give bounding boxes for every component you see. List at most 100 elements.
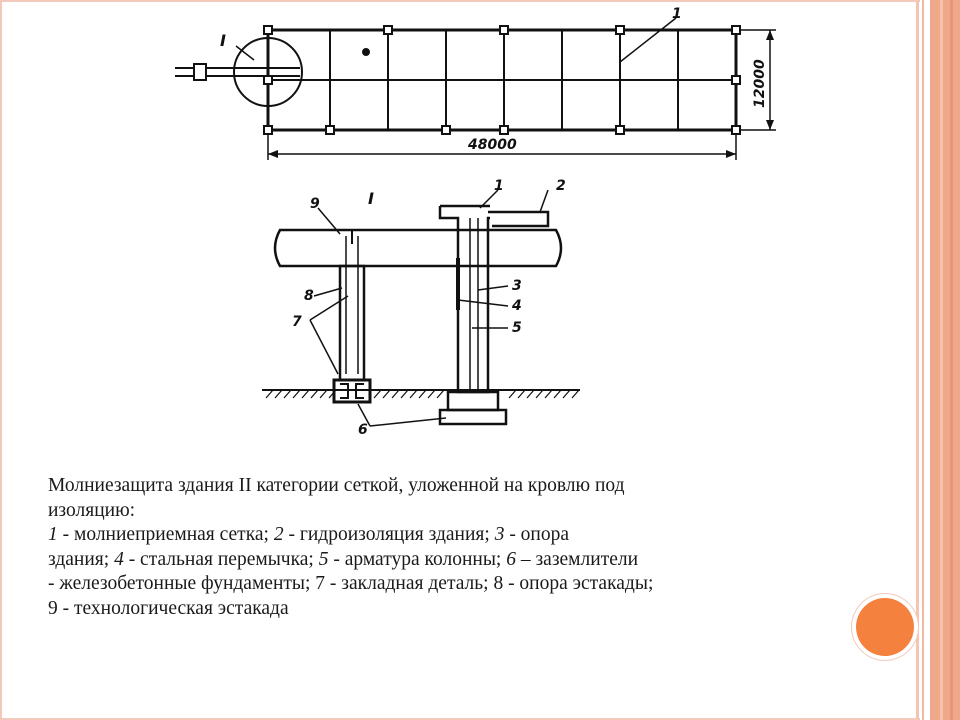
leader-line bbox=[313, 287, 343, 297]
hatch-stroke bbox=[382, 389, 391, 399]
legend-text: - гидроизоляция здания; bbox=[283, 524, 495, 545]
hatch-stroke bbox=[418, 389, 427, 399]
legend-number: 4 bbox=[114, 548, 124, 570]
figure-caption: Молниезащита здания II категории сеткой,… bbox=[48, 474, 898, 621]
stripe bbox=[940, 0, 943, 720]
waterproofing bbox=[488, 210, 550, 228]
ground-hatching bbox=[265, 389, 580, 399]
leader-line bbox=[619, 17, 677, 63]
building-support bbox=[438, 204, 490, 394]
legend-number: 3 bbox=[494, 524, 505, 545]
mesh-node bbox=[731, 75, 741, 85]
hatch-stroke bbox=[544, 389, 553, 399]
lightning-protection-diagram: I 1 48000 12000 bbox=[175, 6, 776, 438]
caption-line: 9 - технологическая эстакада bbox=[48, 597, 289, 619]
mesh-mark bbox=[362, 48, 370, 56]
legend-number: 6 bbox=[506, 548, 516, 570]
hatch-stroke bbox=[427, 389, 436, 399]
leader-line bbox=[477, 285, 509, 291]
stripe bbox=[930, 0, 960, 720]
legend-text: - молниеприемная сетка; bbox=[57, 524, 274, 545]
legend-number: 5 bbox=[318, 548, 329, 570]
callout-2: 2 bbox=[556, 178, 566, 194]
legend-number: 2 bbox=[273, 524, 284, 545]
dimension-width-label: 12000 bbox=[752, 59, 768, 108]
mesh-node bbox=[325, 125, 335, 135]
callout-5: 5 bbox=[512, 320, 522, 336]
hatch-stroke bbox=[436, 389, 445, 399]
callout-detail-I: I bbox=[368, 189, 374, 208]
caption-line: изоляцию: bbox=[48, 499, 136, 521]
leader-line bbox=[235, 45, 255, 61]
dimension-length-label: 48000 bbox=[467, 137, 517, 153]
leader-line bbox=[457, 299, 509, 307]
hatch-stroke bbox=[553, 389, 562, 399]
mesh-node bbox=[263, 125, 273, 135]
callout-6: 6 bbox=[358, 422, 368, 438]
callout-1: 1 bbox=[494, 178, 504, 194]
leader-line bbox=[317, 207, 341, 235]
mesh-node bbox=[615, 125, 625, 135]
mesh-node bbox=[499, 25, 509, 35]
legend-text: - арматура колонны; bbox=[328, 548, 507, 570]
hatch-stroke bbox=[310, 389, 319, 399]
column-foundation bbox=[446, 390, 500, 412]
caption-legend-line: здания; 4 - стальная перемычка; 5 - арма… bbox=[48, 548, 898, 573]
slide-frame bbox=[0, 0, 920, 720]
callout-3: 3 bbox=[512, 278, 522, 294]
hatch-stroke bbox=[301, 389, 310, 399]
hatch-stroke bbox=[283, 389, 292, 399]
section-view: 9 I 1 2 3 4 5 8 7 6 bbox=[262, 178, 580, 438]
callout-detail-I: I bbox=[220, 31, 226, 50]
hatch-stroke bbox=[517, 389, 526, 399]
hatch-stroke bbox=[409, 389, 418, 399]
leader-line bbox=[357, 403, 447, 427]
callout-7: 7 bbox=[292, 314, 302, 330]
hatch-stroke bbox=[292, 389, 301, 399]
hatch-stroke bbox=[535, 389, 544, 399]
caption-legend-line: 1 - молниеприемная сетка; 2 - гидроизоля… bbox=[48, 523, 898, 548]
hatch-stroke bbox=[400, 389, 409, 399]
legend-text: – заземлители bbox=[515, 548, 639, 570]
hatch-stroke bbox=[571, 389, 580, 399]
leader-line bbox=[309, 295, 349, 375]
hatch-stroke bbox=[373, 389, 382, 399]
stripe bbox=[922, 0, 924, 720]
legend-text: - стальная перемычка; bbox=[123, 548, 319, 570]
callout-4: 4 bbox=[511, 298, 522, 314]
callout-grid-1: 1 bbox=[672, 6, 682, 22]
callout-8: 8 bbox=[304, 288, 314, 304]
caption-line: - железобетонные фундаменты; 7 - закладн… bbox=[48, 573, 654, 594]
mesh-node bbox=[731, 125, 741, 135]
hatch-stroke bbox=[526, 389, 535, 399]
hatch-stroke bbox=[391, 389, 400, 399]
hatch-stroke bbox=[508, 389, 517, 399]
leader-line bbox=[479, 189, 499, 209]
mesh-nodes bbox=[263, 25, 741, 135]
mesh-node bbox=[263, 25, 273, 35]
callout-9: 9 bbox=[310, 196, 320, 212]
stripe bbox=[916, 0, 919, 720]
caption-line: Молниезащита здания II категории сеткой,… bbox=[48, 475, 625, 496]
detail-circle bbox=[233, 37, 303, 107]
decorative-stripes bbox=[916, 0, 960, 720]
mesh-node bbox=[731, 25, 741, 35]
orange-circle-icon bbox=[856, 598, 914, 656]
hatch-stroke bbox=[328, 389, 337, 399]
feed-fitting bbox=[193, 63, 207, 81]
hatch-stroke bbox=[319, 389, 328, 399]
trestle-column bbox=[338, 264, 366, 382]
hatch-stroke bbox=[265, 389, 274, 399]
legend-number: 1 bbox=[48, 524, 58, 545]
leader-line bbox=[539, 189, 549, 213]
dimension-arrows bbox=[766, 30, 774, 130]
mesh-node bbox=[263, 75, 273, 85]
legend-text: - опора bbox=[504, 524, 570, 545]
mesh-node bbox=[441, 125, 451, 135]
mesh-node bbox=[615, 25, 625, 35]
column-footing bbox=[438, 408, 508, 426]
hatch-stroke bbox=[562, 389, 571, 399]
hatch-stroke bbox=[274, 389, 283, 399]
legend-text: здания; bbox=[48, 548, 115, 570]
trestle-beam bbox=[273, 228, 563, 268]
